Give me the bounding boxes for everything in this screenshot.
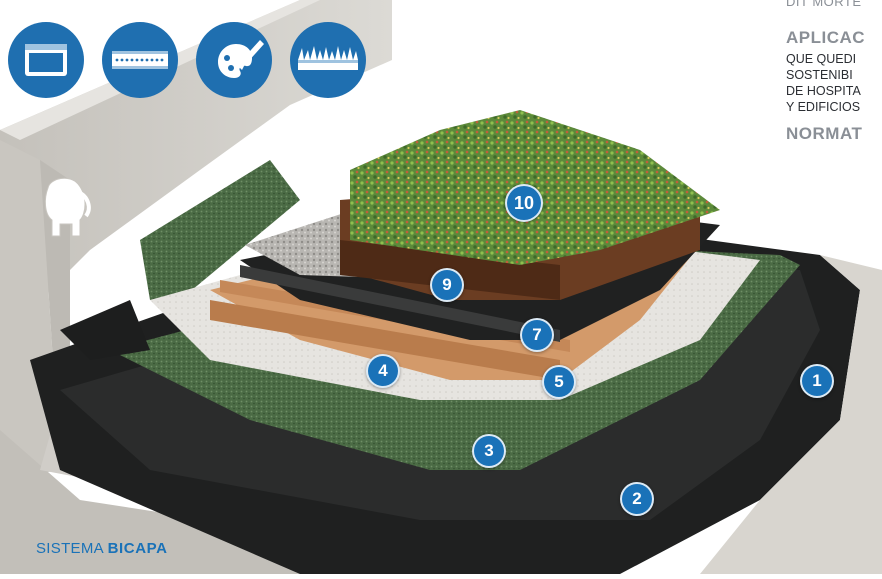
marker-1[interactable]: 1 xyxy=(800,364,834,398)
marker-9[interactable]: 9 xyxy=(430,268,464,302)
marker-2[interactable]: 2 xyxy=(620,482,654,516)
panel-icon xyxy=(8,22,84,98)
side-heading-normativa: NORMAT xyxy=(786,124,863,143)
side-line: QUE QUEDI xyxy=(786,52,857,66)
side-line: Y EDIFICIOS xyxy=(786,100,861,114)
side-line: SOSTENIBI xyxy=(786,68,853,82)
marker-7[interactable]: 7 xyxy=(520,318,554,352)
caption-bold: BICAPA xyxy=(107,540,168,557)
system-caption: SISTEMA BICAPA xyxy=(36,540,168,557)
caption-prefix: SISTEMA xyxy=(36,540,108,557)
brush-icon xyxy=(196,22,272,98)
side-line: DE HOSPITA xyxy=(786,84,861,98)
side-heading-aplicaciones: APLICAC xyxy=(786,28,866,47)
elephant-logo xyxy=(44,177,91,237)
marker-10[interactable]: 10 xyxy=(505,184,543,222)
marker-4[interactable]: 4 xyxy=(366,354,400,388)
marker-3[interactable]: 3 xyxy=(472,434,506,468)
grass-layer-icon xyxy=(290,22,366,98)
marker-5[interactable]: 5 xyxy=(542,365,576,399)
side-cut-line: DIT MORTE xyxy=(786,0,862,9)
perforated-sheet-icon xyxy=(102,22,178,98)
